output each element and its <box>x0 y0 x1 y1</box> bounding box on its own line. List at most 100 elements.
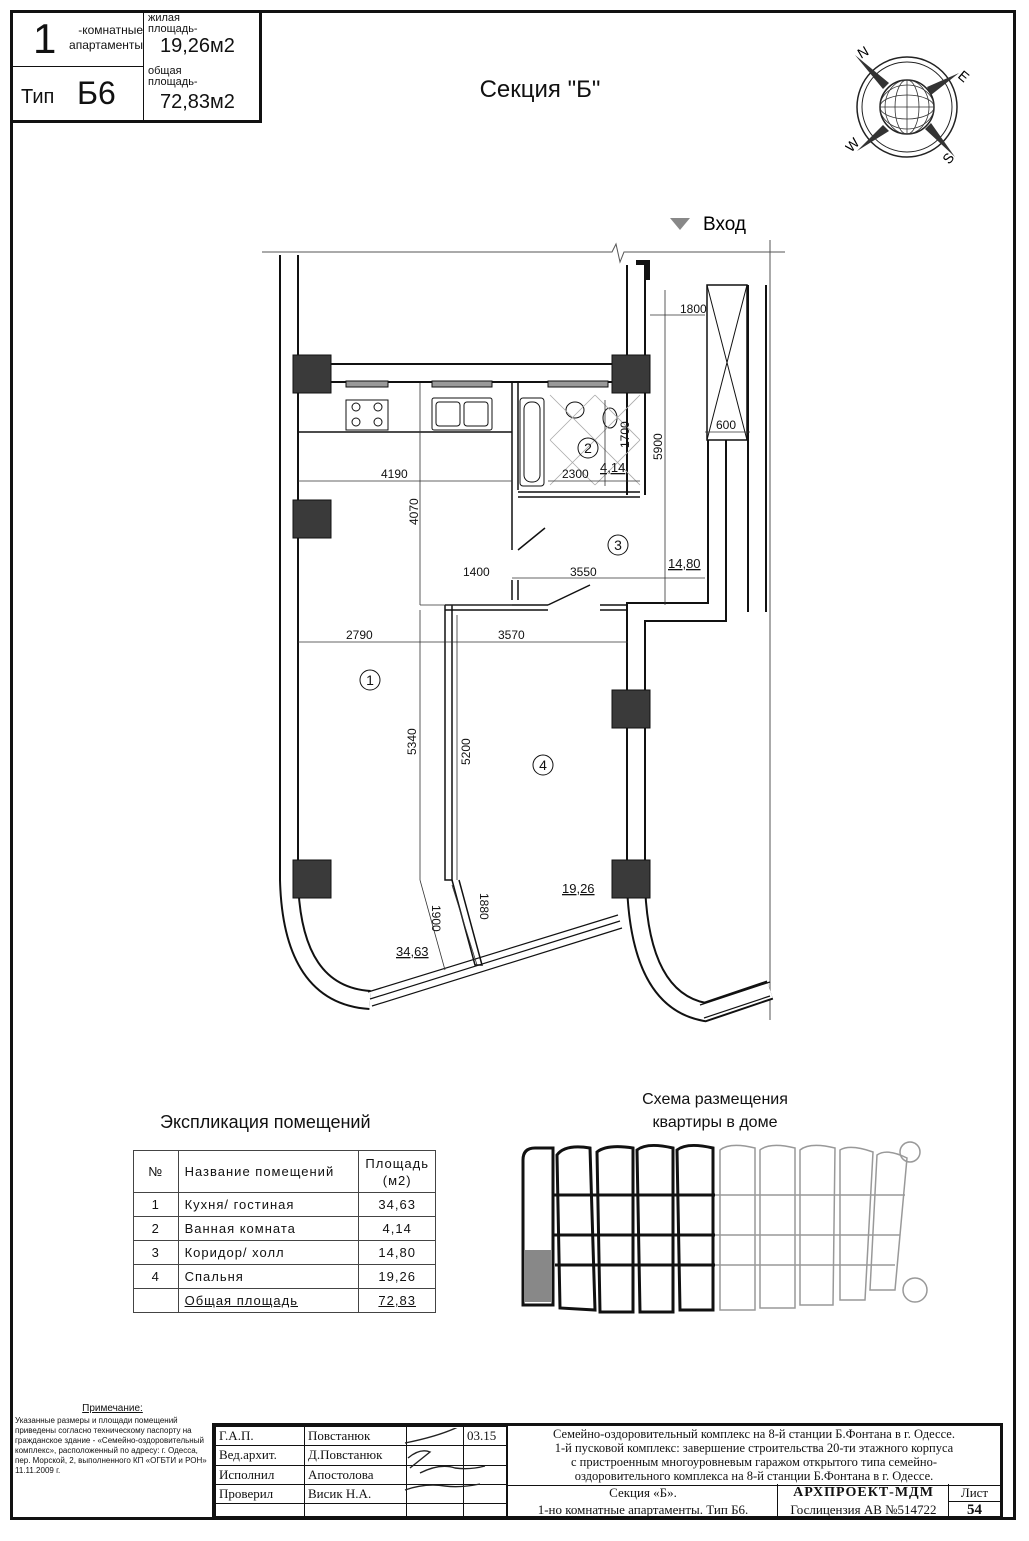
compass-e: E <box>955 67 972 85</box>
cell-area: 34,63 <box>358 1192 436 1217</box>
rooms-label: -комнатные апартаменты <box>69 23 143 52</box>
room-area-3: 14,80 <box>668 556 701 571</box>
total-area-label: общая площадь- <box>148 65 198 88</box>
total-area: 72,83 <box>358 1288 436 1313</box>
compass-w: W <box>845 134 863 155</box>
dimension-label: 4070 <box>407 498 421 525</box>
cell-name: Ванная комната <box>177 1216 360 1241</box>
cell-name: Висик Н.А. <box>304 1483 407 1505</box>
cell-no: 2 <box>133 1216 179 1241</box>
dimension-label: 2790 <box>346 628 373 642</box>
entrance-label: Вход <box>703 214 746 235</box>
note-title: Примечание: <box>82 1403 143 1414</box>
apartment-info-box: 1 -комнатные апартаменты Тип Б6 жилая пл… <box>10 10 262 123</box>
dimension-label: 4190 <box>381 467 408 481</box>
cell-area: 4,14 <box>358 1216 436 1241</box>
divider <box>13 66 143 67</box>
rooms-count: 1 <box>33 15 57 62</box>
cell-name: Спальня <box>177 1264 360 1289</box>
cell-role: Г.А.П. <box>215 1425 305 1447</box>
room-marker-3: 3 <box>614 537 622 553</box>
dimension-label: 3570 <box>498 628 525 642</box>
room-area-4: 19,26 <box>562 881 595 896</box>
cell-no: 1 <box>133 1192 179 1217</box>
total-label: Общая площадь <box>177 1288 360 1313</box>
scheme-title-line: квартиры в доме <box>652 1114 778 1131</box>
project-description: Семейно-оздоровительный комплекс на 8-й … <box>507 1426 1000 1486</box>
header-area: Площадь (м2) <box>358 1150 436 1193</box>
sheet-title-line: 1-но комнатные апартаменты. Тип Б6. <box>537 1502 749 1517</box>
project-line: оздоровительного комплекса на 8-й станци… <box>574 1469 934 1483</box>
divider <box>143 13 144 120</box>
scheme-title: Схема размещения квартиры в доме <box>600 1088 830 1134</box>
living-area: 19,26м2 <box>160 35 235 57</box>
company-name: АРХПРОЕКТ-МДМ <box>793 1485 934 1500</box>
sheet-label: Лист <box>949 1484 1000 1502</box>
dimension-label: 3550 <box>570 565 597 579</box>
title-block: Г.А.П.Повстанюк 03.15 Вед.архит.Д.Повстан… <box>212 1423 1003 1519</box>
cell-area: 14,80 <box>358 1240 436 1265</box>
room-marker-1: 1 <box>366 672 374 688</box>
cell-name: Апостолова <box>304 1464 407 1485</box>
cell-name: Д.Повстанюк <box>304 1445 407 1466</box>
dimension-label: 2300 <box>562 467 589 481</box>
compass-s: S <box>939 149 957 166</box>
sheet-title: Секция «Б». 1-но комнатные апартаменты. … <box>507 1484 778 1519</box>
cell-area: 19,26 <box>358 1264 436 1289</box>
cell-role: Вед.архит. <box>215 1445 305 1466</box>
project-line: Семейно-оздоровительный комплекс на 8-й … <box>553 1427 955 1441</box>
type-value: Б6 <box>77 75 116 111</box>
note: Примечание: Указанные размеры и площади … <box>15 1404 210 1476</box>
cell-role: Проверил <box>215 1483 305 1505</box>
cell-no: 3 <box>133 1240 179 1265</box>
explication-title: Экспликация помещений <box>160 1112 371 1132</box>
section-title: Секция "Б" <box>479 76 601 103</box>
entrance-arrow-icon <box>670 218 690 230</box>
cell-date: 03.15 <box>463 1425 507 1447</box>
apartment-location-highlight <box>525 1250 551 1302</box>
sheet-title-line: Секция «Б». <box>609 1485 677 1500</box>
structural-columns <box>292 354 651 899</box>
cell-no: 4 <box>133 1264 179 1289</box>
compass-rose-icon: N E S W <box>845 45 973 167</box>
sheet-number: 54 <box>967 1502 982 1518</box>
dimension-label: 600 <box>716 418 736 432</box>
room-area-2: 4,14 <box>600 460 625 475</box>
scheme-title-line: Схема размещения <box>642 1091 788 1108</box>
project-line: 1-й пусковой комплекс: завершение строит… <box>554 1441 954 1455</box>
company-block: АРХПРОЕКТ-МДМ Гослицензия АВ №514722 <box>777 1484 949 1519</box>
cell-name: Коридор/ холл <box>177 1240 360 1265</box>
dimension-label: 5340 <box>405 728 419 755</box>
cell-name: Повстанюк <box>304 1425 407 1447</box>
header-name: Название помещений <box>177 1150 360 1193</box>
type-label: Тип <box>21 86 55 108</box>
total-area: 72,83м2 <box>160 91 235 113</box>
compass-n: N <box>855 45 872 62</box>
dimension-label: 1800 <box>680 302 707 316</box>
header-number: № <box>133 1150 179 1193</box>
floor-plan: Вход <box>262 214 785 1023</box>
room-marker-4: 4 <box>539 757 547 773</box>
living-area-label: жилая площадь- <box>148 12 198 35</box>
project-line: с пристроенным многоуровневым гаражом от… <box>570 1455 937 1469</box>
dimension-label: 1400 <box>463 565 490 579</box>
dimension-label: 5200 <box>459 738 473 765</box>
dimension-label: 1900 <box>429 905 443 932</box>
sheet-number-block: Лист 54 <box>948 1484 1000 1519</box>
room-area-1: 34,63 <box>396 944 429 959</box>
dimension-label: 5900 <box>651 433 665 460</box>
license: Гослицензия АВ №514722 <box>790 1502 937 1517</box>
dimension-label: 1700 <box>618 421 632 448</box>
signatures-icon <box>404 1428 486 1491</box>
cell-name: Кухня/ гостиная <box>177 1192 360 1217</box>
cell-role: Исполнил <box>215 1464 305 1485</box>
note-text: Указанные размеры и площади помещений пр… <box>15 1416 207 1475</box>
building-scheme <box>521 1141 928 1314</box>
